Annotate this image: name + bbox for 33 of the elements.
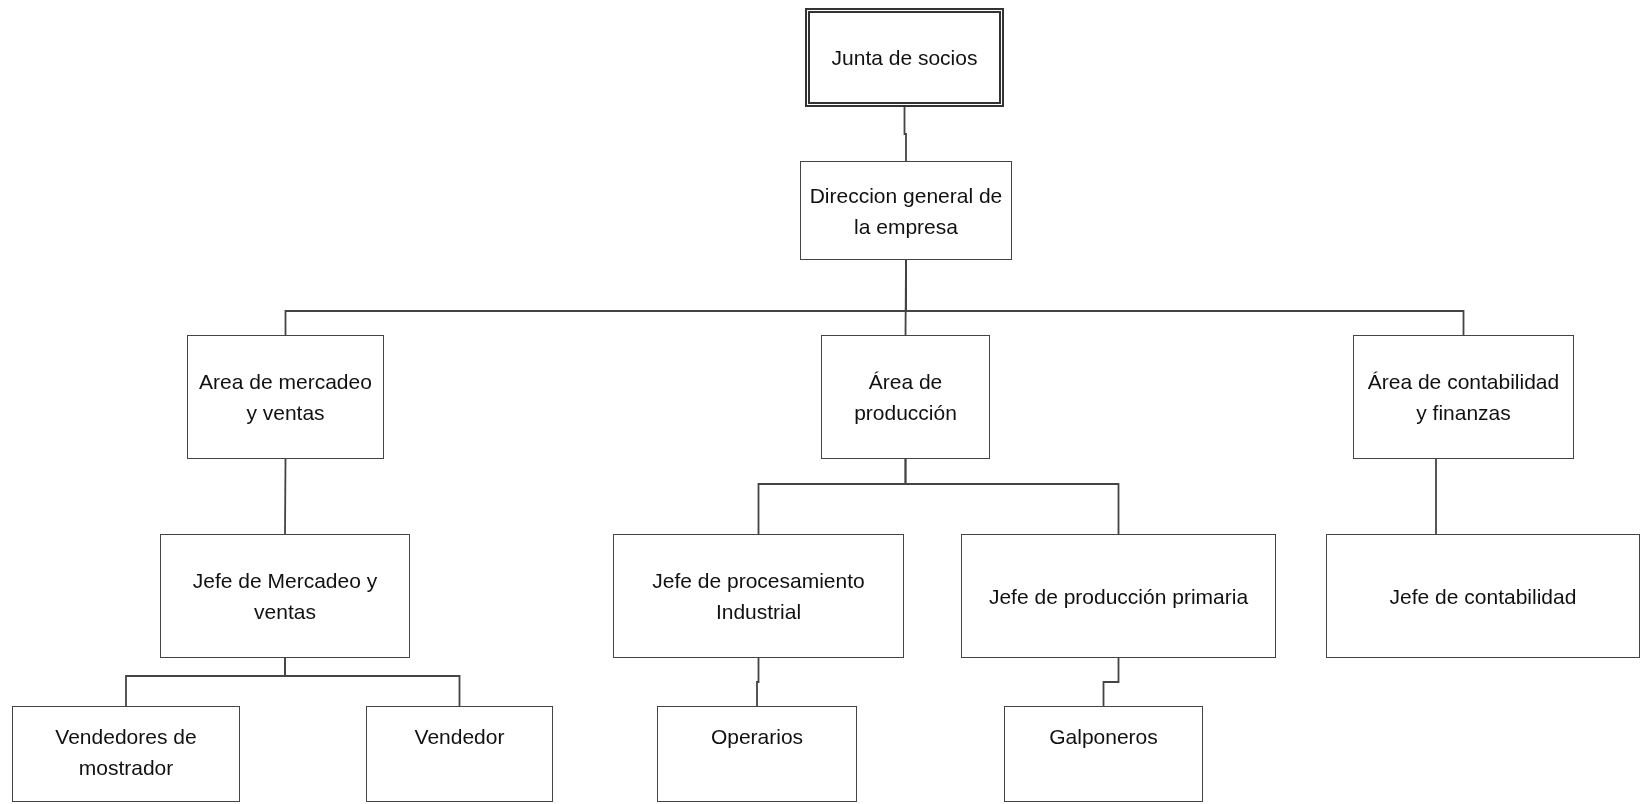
org-box: [1353, 335, 1574, 459]
org-box: [187, 335, 384, 459]
org-box: [800, 161, 1012, 260]
org-box: [366, 706, 553, 802]
box-label: Direccion general de la empresa: [808, 182, 1004, 240]
connector-line: [284, 458, 287, 535]
org-box: [821, 335, 990, 459]
box-label: Area de mercadeo y ventas: [198, 369, 373, 426]
box-label: Área de contabilidad y finanzas: [1366, 369, 1561, 426]
org-box: [160, 534, 410, 658]
connector-line: [284, 657, 461, 707]
org-box: [1004, 706, 1203, 802]
org-box: [961, 534, 1276, 658]
org-box: [1326, 534, 1640, 658]
org-box: [657, 706, 857, 802]
box-label: Vendedor: [414, 724, 505, 750]
connector-line: [1435, 458, 1437, 535]
org-box: [12, 706, 240, 802]
box-label: Jefe de contabilidad: [1389, 583, 1577, 610]
connector-line: [903, 106, 907, 162]
box-label: Jefe de procesamiento Industrial: [651, 568, 866, 625]
org-box: [613, 534, 904, 658]
box-label: Vendedores de mostrador: [54, 724, 198, 781]
box-label: Galponeros: [1049, 724, 1158, 750]
org-box: [805, 8, 1004, 107]
box-label: Operarios: [710, 724, 804, 750]
connector-line: [1102, 657, 1120, 707]
box-label: Jefe de producción primaria: [988, 583, 1249, 610]
connector-line: [904, 458, 1120, 535]
connector-line: [756, 657, 760, 707]
box-label: Área de producción: [853, 369, 958, 426]
box-label: Junta de socios: [831, 45, 978, 71]
box-label: Jefe de Mercadeo y ventas: [191, 568, 379, 625]
